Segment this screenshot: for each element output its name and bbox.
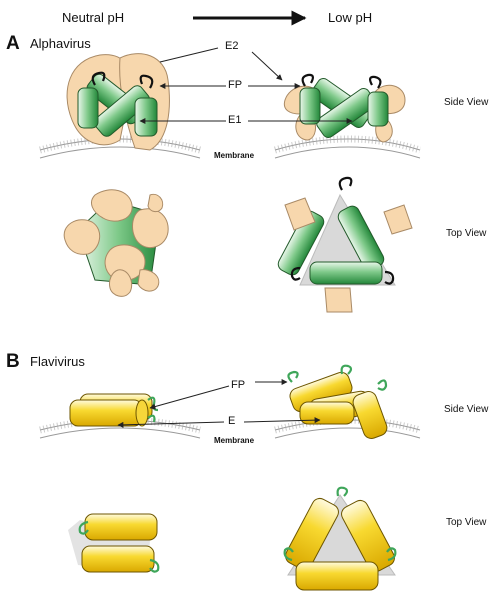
fusion-loop — [149, 558, 160, 573]
e2-label: E2 — [225, 40, 239, 52]
alpha-top-view-label: Top View — [446, 228, 487, 239]
flavi-neutral-top-complex — [68, 513, 160, 573]
e-cylinder — [299, 401, 355, 425]
panel-a-title: Alphavirus — [30, 36, 91, 51]
panel-b-letter: B — [6, 351, 20, 372]
e-cylinder — [81, 545, 155, 573]
e-cylinder — [295, 561, 379, 591]
neutral-ph-header: Neutral pH — [62, 10, 125, 25]
flavi-side-view-label: Side View — [444, 404, 489, 415]
alpha-membrane-label: Membrane — [214, 151, 255, 160]
flavi-low-top-complex — [283, 486, 397, 591]
fusion-peptide-loop — [368, 75, 382, 89]
low-ph-header: Low pH — [328, 10, 373, 25]
e-label: E — [228, 415, 236, 427]
e-cylinder — [69, 399, 143, 427]
fusion-loop — [386, 547, 397, 562]
e-pointer — [117, 421, 225, 428]
e2-pointer — [159, 47, 219, 63]
fusion-peptide-loop — [301, 73, 315, 87]
fp-label-b: FP — [231, 379, 246, 391]
e1-cylinder — [299, 87, 321, 125]
e-cylinder — [352, 391, 388, 439]
panel-b-title: Flavivirus — [30, 354, 85, 369]
fp-pointer — [149, 385, 230, 410]
fusion-loop — [78, 520, 89, 535]
fusion-loop — [336, 486, 349, 497]
fusion-loop — [283, 547, 294, 562]
e-cylinder — [84, 513, 158, 541]
flavi-low-side-complex — [287, 364, 388, 439]
fusion-loop — [287, 370, 299, 383]
flavi-neutral-side-complex — [69, 393, 159, 427]
fusion-peptide-loop — [139, 74, 154, 89]
fusion-loop — [340, 364, 353, 375]
alpha-side-view-label: Side View — [444, 97, 489, 108]
e1-cylinder — [134, 97, 158, 137]
e-cylinder — [285, 497, 339, 571]
flavi-top-view-label: Top View — [446, 517, 487, 528]
e1-cylinder — [367, 91, 389, 127]
e1-cylinder — [77, 87, 99, 129]
fusion-peptide-loop — [91, 71, 106, 86]
alpha-low-side-complex — [283, 73, 406, 143]
fusion-loop — [377, 379, 388, 391]
alpha-low-top-complex — [277, 176, 413, 313]
e-pointer — [243, 417, 321, 424]
alpha-neutral-top-complex — [63, 189, 169, 297]
alpha-neutral-side-complex — [66, 53, 170, 151]
alpha-membrane-left — [39, 135, 201, 159]
panel-a-letter: A — [6, 33, 20, 54]
e2-pointer — [251, 51, 283, 81]
fusion-loop — [147, 414, 156, 423]
e1-cylinder — [93, 85, 151, 137]
e-cylinder — [341, 499, 395, 573]
fp-label: FP — [228, 79, 243, 91]
flavi-membrane-label: Membrane — [214, 436, 255, 445]
e1-label: E1 — [228, 114, 242, 126]
alpha-membrane-right — [274, 135, 422, 159]
